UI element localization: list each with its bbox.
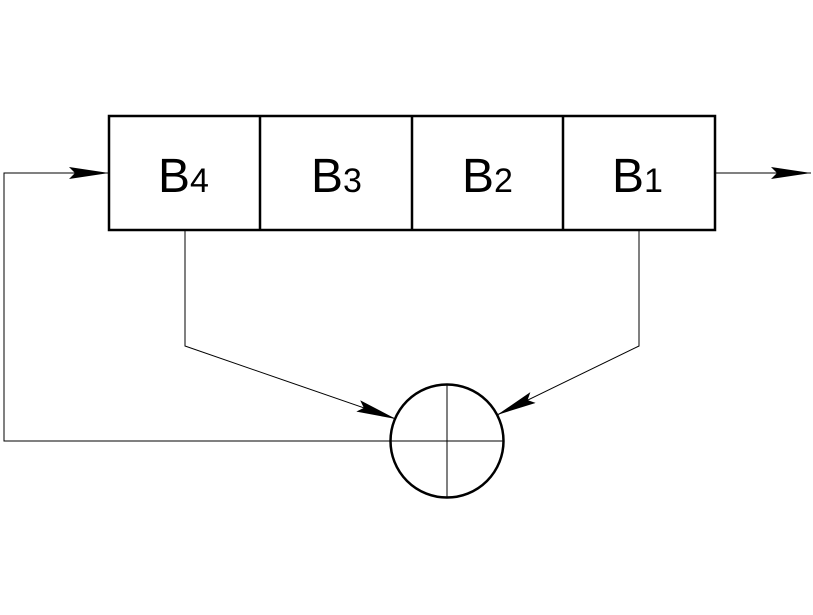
register-cell-b1-label: B1 — [612, 150, 663, 203]
tap-line-b1 — [496, 230, 640, 416]
register-cell-b4-label: B4 — [158, 150, 209, 203]
tap-line-b4 — [184, 230, 397, 420]
xor-gate-icon — [389, 383, 505, 499]
register-cell-b3-label: B3 — [311, 150, 362, 203]
register-cell-b2-label: B2 — [462, 150, 513, 203]
feedback-line — [3, 167, 390, 442]
